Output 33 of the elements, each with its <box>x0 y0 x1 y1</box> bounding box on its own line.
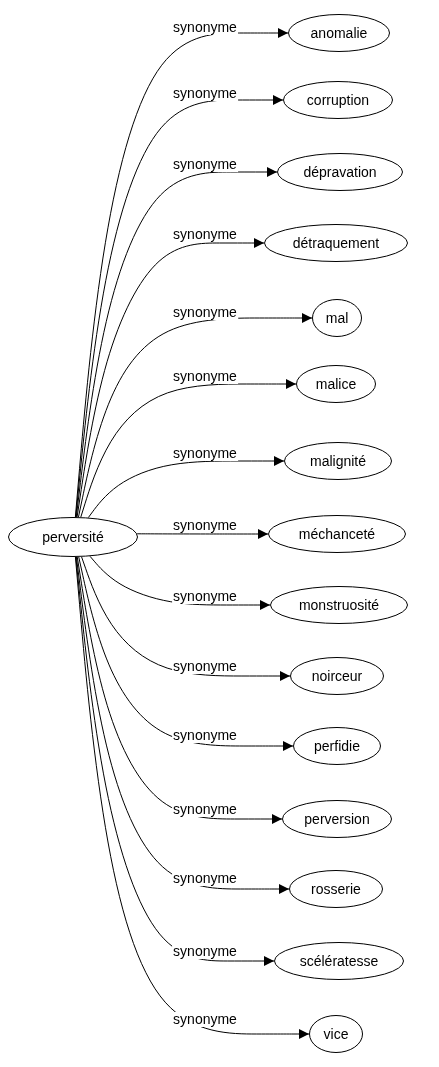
edge-label: synonyme <box>172 870 238 886</box>
edge-label: synonyme <box>172 943 238 959</box>
node-label: monstruosité <box>298 597 380 613</box>
arrow <box>76 556 283 824</box>
arrow <box>136 529 269 539</box>
arrow <box>74 556 310 1039</box>
arrow <box>80 379 297 518</box>
arrow <box>75 167 278 518</box>
node-label: noirceur <box>311 668 363 684</box>
arrow <box>75 556 275 966</box>
node-label: perversité <box>42 529 104 545</box>
edge-label: synonyme <box>172 1012 238 1028</box>
arrow <box>78 556 294 751</box>
node-label: perversion <box>304 811 370 827</box>
arrow <box>76 238 265 518</box>
node-label: vice <box>323 1026 349 1042</box>
arrow <box>75 556 290 894</box>
node-label: perfidie <box>314 738 360 754</box>
node-label: détraquement <box>292 235 380 251</box>
arrow <box>89 555 271 610</box>
node-label: scélératesse <box>299 953 379 969</box>
node-label: corruption <box>306 92 370 108</box>
node-label: malignité <box>310 453 366 469</box>
arrow <box>81 556 291 681</box>
node-label: mal <box>325 310 349 326</box>
node-label: méchanceté <box>298 526 376 542</box>
node-label: rosserie <box>311 881 361 897</box>
arrow <box>75 95 284 518</box>
arrow <box>77 313 313 518</box>
node-label: malice <box>315 376 357 392</box>
arrow <box>87 456 285 519</box>
node-label: anomalie <box>310 25 368 41</box>
node-label: dépravation <box>303 164 377 180</box>
